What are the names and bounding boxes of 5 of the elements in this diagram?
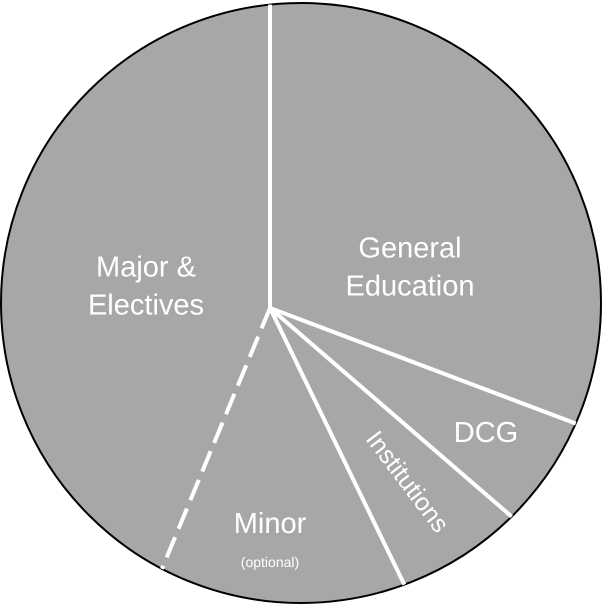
slice-label: Major & Electives	[86, 250, 206, 323]
slice-label: DCG	[452, 416, 520, 452]
slice-label: Minor	[232, 507, 308, 542]
slice-note: (optional)	[240, 552, 300, 572]
slice-label: General Education	[344, 231, 476, 304]
